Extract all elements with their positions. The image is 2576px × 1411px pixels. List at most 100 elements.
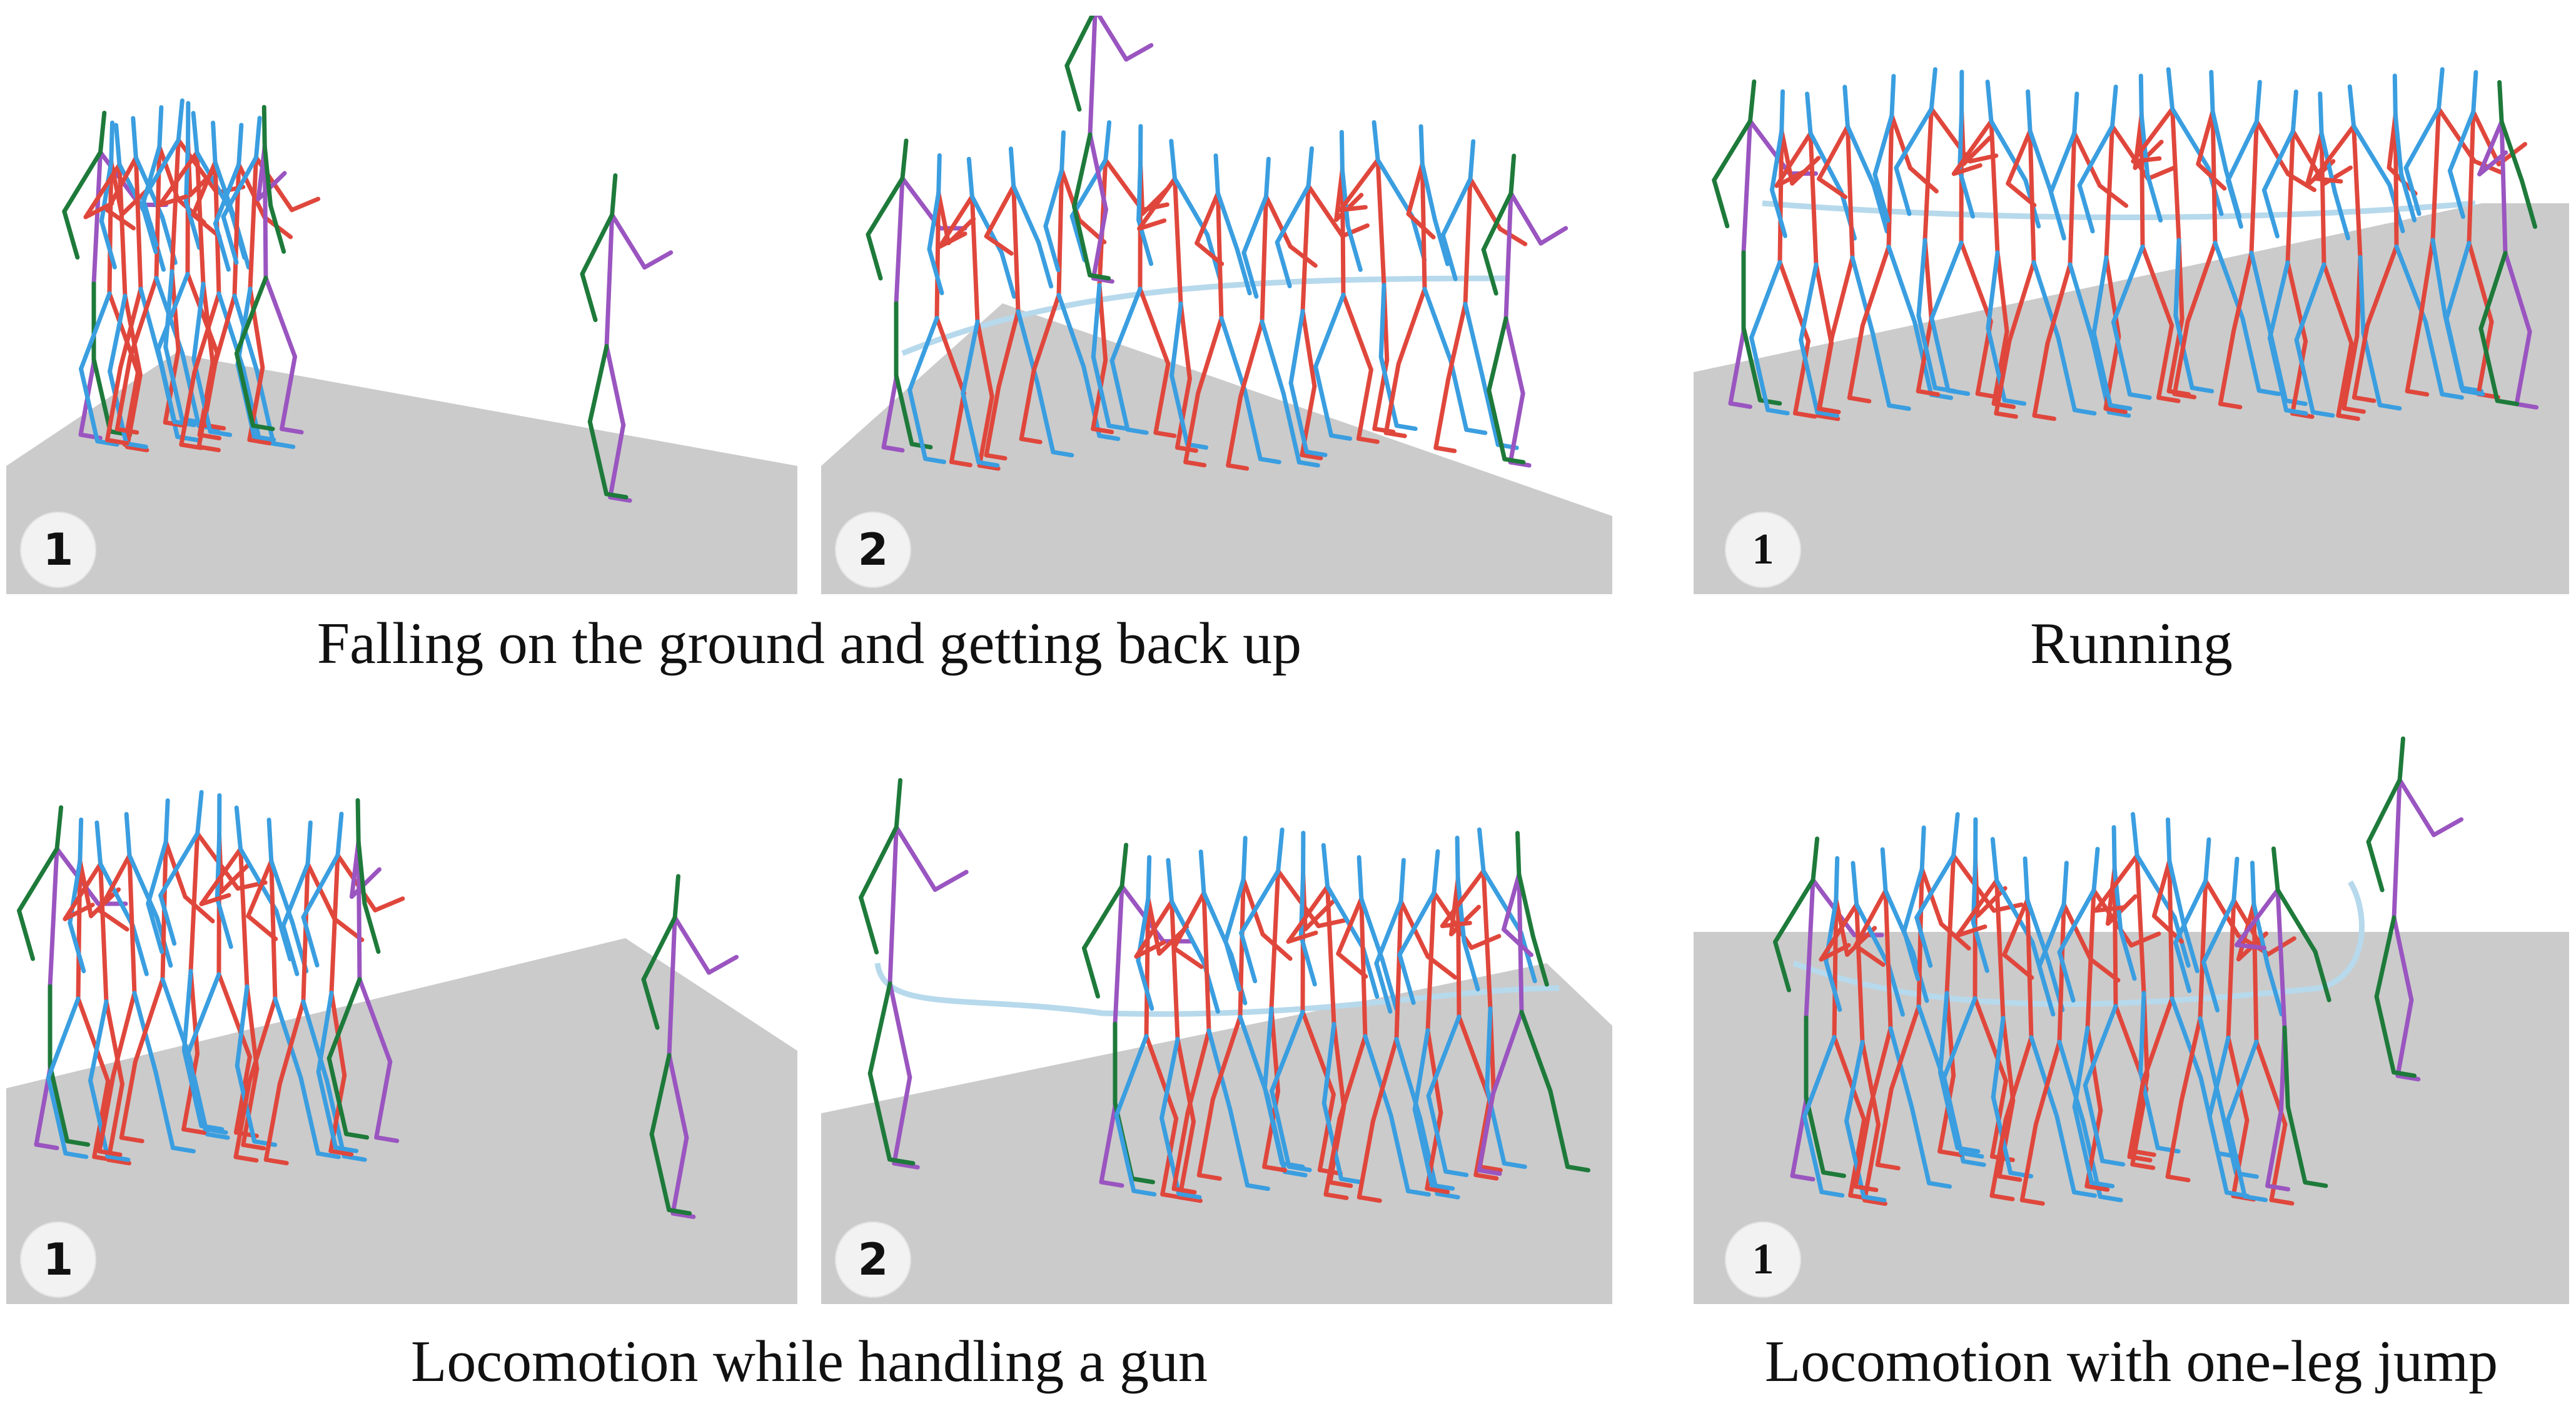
bone: [1440, 921, 1472, 928]
bone: [1336, 896, 1364, 956]
bone: [2476, 320, 2494, 397]
bone: [62, 209, 80, 260]
bone: [641, 915, 677, 982]
bone: [969, 194, 980, 324]
bone: [1418, 1116, 1440, 1196]
bone: [1286, 930, 1318, 944]
bone: [1288, 308, 1305, 385]
bone: [1091, 355, 1111, 428]
bone: [2173, 238, 2181, 318]
skeleton-pose: [234, 104, 304, 435]
skeleton-pose: [2127, 817, 2241, 1163]
bone: [580, 271, 598, 322]
bone: [2310, 410, 2335, 418]
bone: [1819, 1190, 1845, 1198]
bone: [1383, 430, 1407, 438]
bone: [1481, 191, 1513, 252]
bone: [1371, 120, 1380, 163]
bone: [1821, 1170, 1846, 1178]
bone: [107, 159, 114, 296]
bone: [246, 859, 274, 919]
bone: [1914, 915, 1933, 968]
bone: [97, 1073, 116, 1154]
bone: [1363, 1034, 1393, 1118]
bone: [191, 281, 206, 362]
bone: [2196, 161, 2227, 191]
root-trajectory: [1762, 200, 2476, 220]
bone: [1793, 338, 1811, 416]
bone: [2156, 323, 2174, 400]
bone: [1765, 407, 1790, 416]
bone: [1238, 319, 1265, 399]
skeleton-pose: [263, 820, 367, 1166]
bone: [251, 434, 276, 442]
bone: [124, 372, 143, 449]
bone: [63, 903, 95, 921]
bone: [1260, 194, 1268, 324]
bone: [604, 344, 626, 427]
bone: [1942, 1075, 1964, 1156]
bone: [1808, 131, 1819, 267]
bone: [1872, 113, 1894, 177]
bone: [667, 1053, 689, 1140]
bone: [106, 1157, 131, 1166]
skeleton-pose: [1064, 16, 1154, 284]
bone: [54, 805, 64, 851]
skeleton-pose: [1853, 847, 1952, 1193]
bone: [2365, 244, 2399, 328]
bone: [111, 991, 137, 1078]
bone: [2054, 1114, 2076, 1195]
bone: [1929, 316, 1951, 393]
bone: [1902, 866, 1924, 933]
bone: [1975, 886, 2008, 918]
bone: [2231, 856, 2240, 903]
bone: [99, 159, 114, 224]
bone: [667, 1208, 692, 1216]
bone: [892, 1161, 920, 1170]
bone: [109, 120, 114, 164]
bone: [2430, 106, 2441, 243]
bone: [185, 271, 220, 355]
ground-plane: [6, 938, 797, 1304]
bone: [305, 861, 337, 921]
bone: [1455, 877, 1467, 944]
bone: [1398, 857, 1406, 904]
bone: [907, 388, 928, 461]
bone: [1814, 262, 1834, 346]
bone: [1171, 1186, 1197, 1195]
bone: [1853, 1108, 1872, 1189]
bone: [2235, 943, 2266, 951]
bone: [2091, 255, 2109, 335]
bone: [1056, 293, 1086, 370]
bone: [1196, 316, 1224, 396]
bone: [2267, 335, 2289, 413]
bone: [1219, 316, 1247, 393]
bone: [1245, 1183, 1270, 1191]
bone: [1468, 139, 1476, 181]
bone: [1790, 156, 1821, 186]
bone: [326, 1056, 349, 1136]
skeleton-pose: [1397, 849, 1502, 1195]
bone: [1425, 1028, 1443, 1115]
bone: [192, 291, 221, 375]
bone: [1886, 964, 1905, 1017]
skeleton-pose: [1019, 130, 1121, 445]
ground-plane: [1694, 203, 2569, 594]
bone: [316, 1070, 338, 1150]
bone: [1955, 878, 1999, 938]
bone: [2201, 959, 2220, 1013]
bone: [2110, 84, 2118, 129]
bone: [2250, 861, 2256, 907]
bone: [867, 981, 892, 1076]
bone: [1109, 286, 1143, 363]
bone: [127, 853, 159, 920]
skeleton-pose: [866, 138, 967, 453]
bone: [1088, 273, 1111, 281]
bone: [158, 831, 200, 898]
bone: [1888, 1026, 1914, 1110]
bone: [707, 954, 739, 975]
bone: [107, 291, 140, 375]
bone: [2303, 1180, 2328, 1188]
bone: [1848, 1117, 1867, 1198]
bone: [2129, 931, 2161, 948]
